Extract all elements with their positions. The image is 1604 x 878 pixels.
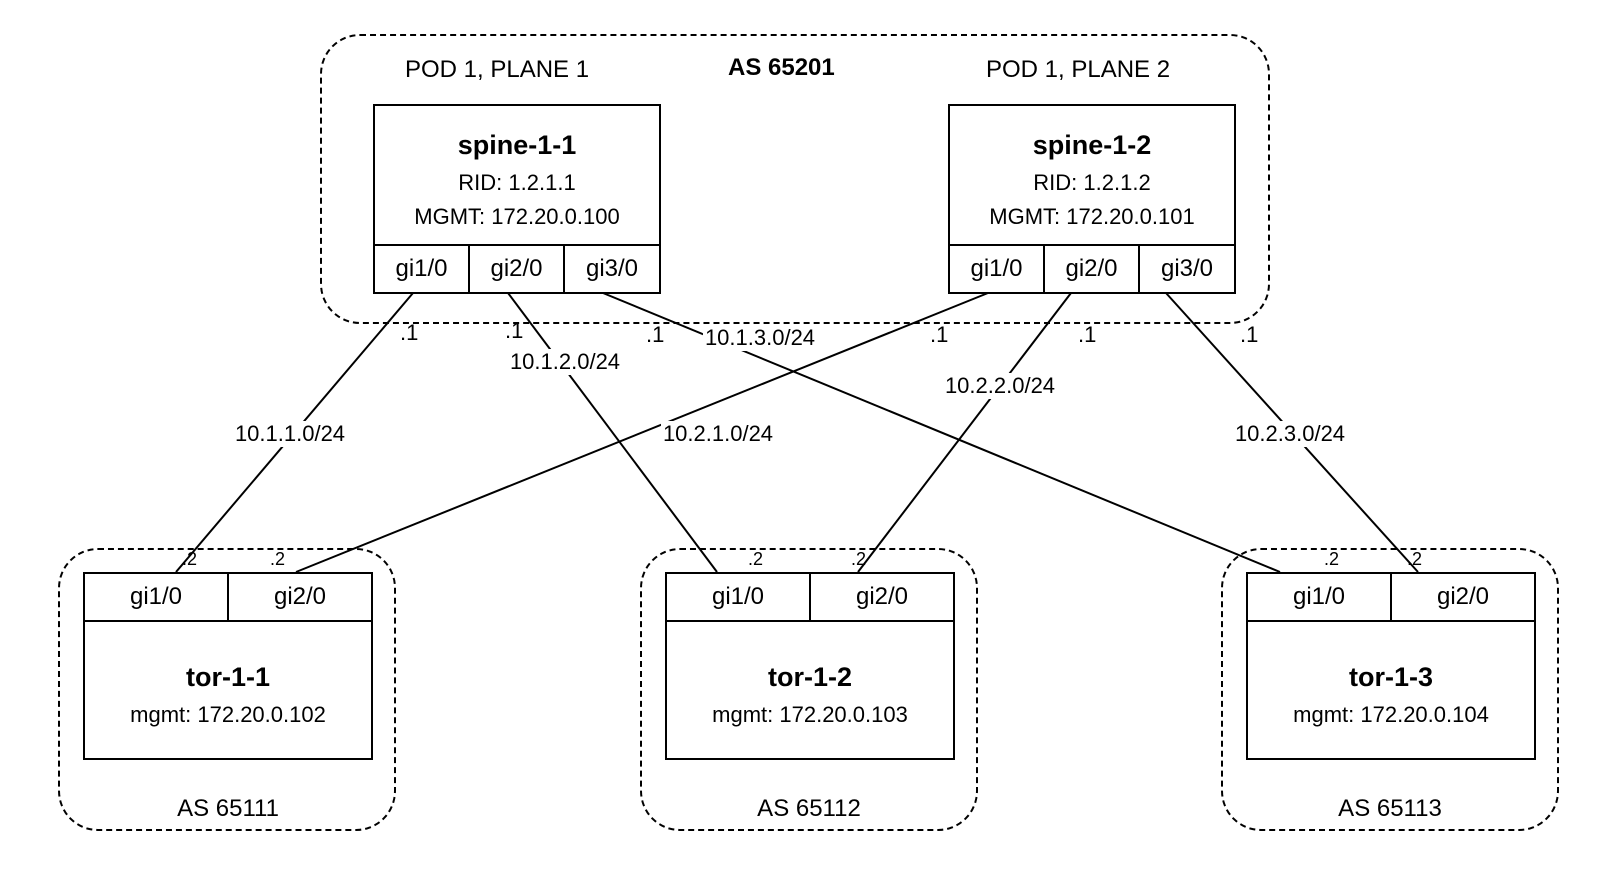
- spine-ports: gi1/0 gi2/0 gi3/0: [375, 244, 659, 292]
- spine-ports: gi1/0 gi2/0 gi3/0: [950, 244, 1234, 292]
- link-2-tor-end: .2: [748, 549, 764, 569]
- spine-name: spine-1-2: [1032, 130, 1152, 160]
- port-gi1-0: gi1/0: [1248, 574, 1392, 620]
- tor-1-2-as-group: [640, 548, 978, 831]
- link-6-spine-end: .1: [1240, 322, 1259, 347]
- tor-1-3-as-label: AS 65113: [1338, 795, 1442, 822]
- port-gi3-0: gi3/0: [585, 255, 639, 282]
- link-5-tor-end: .2: [851, 549, 867, 569]
- link-6-tor-end: .2: [1407, 549, 1423, 569]
- link-1-tor-end: .2: [182, 549, 198, 569]
- port-gi1-0: gi1/0: [375, 246, 470, 292]
- spine-1-1-node: spine-1-1 RID: 1.2.1.1 MGMT: 172.20.0.10…: [373, 104, 661, 294]
- tor-mgmt: mgmt: 172.20.0.102: [130, 702, 326, 727]
- tor-mgmt: mgmt: 172.20.0.103: [712, 702, 908, 727]
- tor-ports: gi1/0 gi2/0: [85, 574, 371, 622]
- tor-1-2-as-label: AS 65112: [757, 795, 861, 822]
- tor-1-3-as-group: [1221, 548, 1559, 831]
- port-gi2-0: gi2/0: [273, 583, 327, 610]
- tor-1-3-node: gi1/0 gi2/0 tor-1-3 mgmt: 172.20.0.104: [1246, 572, 1536, 760]
- port-gi2-0: gi2/0: [1045, 246, 1140, 292]
- link-3-tor-end: .2: [1324, 549, 1340, 569]
- tor-ports: gi1/0 gi2/0: [667, 574, 953, 622]
- link-10-1-2-0: [507, 292, 718, 573]
- link-2-subnet: 10.1.2.0/24: [507, 349, 623, 375]
- port-gi1-0: gi1/0: [85, 574, 229, 620]
- link-1-subnet: 10.1.1.0/24: [232, 421, 348, 447]
- link-5-subnet: 10.2.2.0/24: [942, 373, 1058, 399]
- spine-1-2-node: spine-1-2 RID: 1.2.1.2 MGMT: 172.20.0.10…: [948, 104, 1236, 294]
- tor-1-1-as-label: AS 65111: [177, 795, 279, 822]
- spine-as-label: AS 65201: [728, 54, 835, 81]
- spine-name: spine-1-1: [457, 130, 577, 160]
- link-4-subnet: 10.2.1.0/24: [660, 421, 776, 447]
- link-3-spine-end: .1: [646, 322, 665, 347]
- link-4-tor-end: .2: [270, 549, 286, 569]
- link-10-2-1-0: [295, 292, 989, 573]
- tor-mgmt: mgmt: 172.20.0.104: [1293, 702, 1489, 727]
- port-gi2-0: gi2/0: [855, 583, 909, 610]
- link-3-subnet: 10.1.3.0/24: [702, 325, 818, 351]
- tor-1-1-as-group: [58, 548, 396, 831]
- link-1-spine-end: .1: [400, 320, 419, 345]
- tor-1-1-node: gi1/0 gi2/0 tor-1-1 mgmt: 172.20.0.102: [83, 572, 373, 760]
- spine-rid: RID: 1.2.1.1: [458, 170, 576, 195]
- tor-name: tor-1-3: [1348, 662, 1433, 692]
- spine-as-group: [320, 34, 1270, 324]
- tor-1-2-node: gi1/0 gi2/0 tor-1-2 mgmt: 172.20.0.103: [665, 572, 955, 760]
- plane2-label: POD 1, PLANE 2: [986, 56, 1171, 83]
- plane1-label: POD 1, PLANE 1: [405, 56, 590, 83]
- port-gi2-0: gi2/0: [1436, 583, 1490, 610]
- port-gi1-0: gi1/0: [950, 246, 1045, 292]
- link-6-subnet: 10.2.3.0/24: [1232, 421, 1348, 447]
- link-2-spine-end: .1: [505, 318, 524, 343]
- tor-name: tor-1-1: [185, 662, 270, 692]
- tor-ports: gi1/0 gi2/0: [1248, 574, 1534, 622]
- spine-rid: RID: 1.2.1.2: [1033, 170, 1151, 195]
- port-gi3-0: gi3/0: [1160, 255, 1214, 282]
- spine-mgmt: MGMT: 172.20.0.100: [414, 204, 620, 229]
- port-gi1-0: gi1/0: [667, 574, 811, 620]
- spine-mgmt: MGMT: 172.20.0.101: [989, 204, 1195, 229]
- port-gi2-0: gi2/0: [470, 246, 565, 292]
- tor-name: tor-1-2: [767, 662, 852, 692]
- link-5-spine-end: .1: [1078, 322, 1097, 347]
- link-4-spine-end: .1: [930, 322, 949, 347]
- link-10-2-2-0: [857, 292, 1072, 573]
